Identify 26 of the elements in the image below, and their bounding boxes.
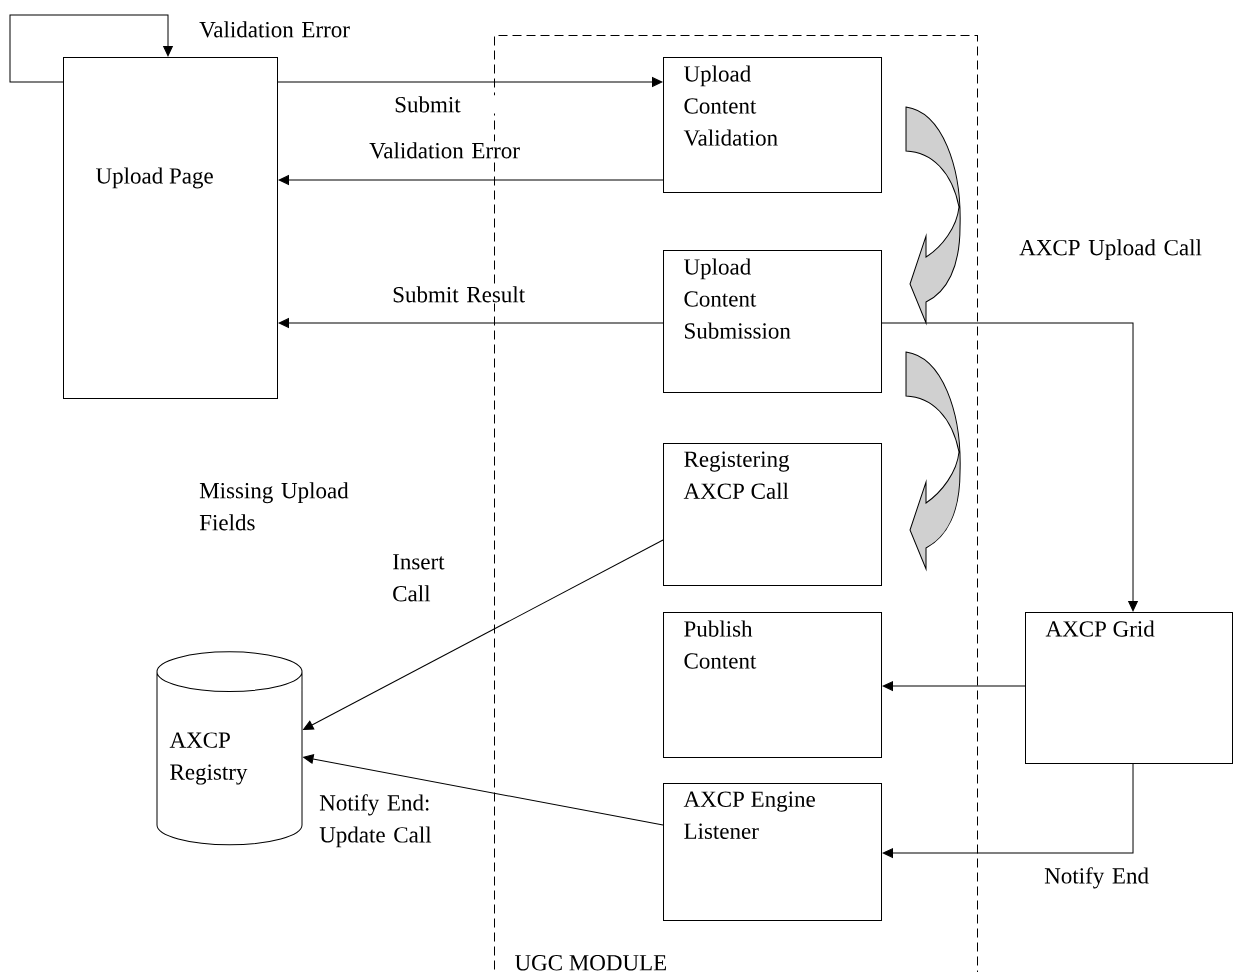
arrow [881,322,1138,612]
arrow [882,681,1026,691]
process-box: Upload Content Submission [663,250,882,393]
process-box: Upload Content Validation [663,57,882,193]
arrow [278,318,664,328]
process-box: Registering AXCP Call [663,443,882,586]
arrow [303,539,664,730]
edge-label: Notify End: Update Call [319,794,432,848]
curved-arrow [905,351,961,570]
curved-arrow [905,106,961,324]
arrow [278,175,664,185]
process-box: Publish Content [663,612,882,758]
note-label: Missing Upload Fields [199,482,349,531]
arrow [882,763,1134,858]
arrow [9,14,173,83]
edge-label: Insert Call [393,554,445,602]
arrow [303,754,664,826]
database-cylinder: AXCP Registry [156,651,303,846]
edge-label: Submit [395,96,461,113]
arrow [277,77,663,87]
edge-label: Notify End [1044,867,1149,889]
process-box: Upload Page [63,57,278,399]
edge-label: Validation Error [199,21,350,38]
process-box: AXCP Engine Listener [663,783,882,921]
process-box: AXCP Grid [1025,612,1233,764]
edge-label: AXCP Upload Call [1019,239,1202,261]
